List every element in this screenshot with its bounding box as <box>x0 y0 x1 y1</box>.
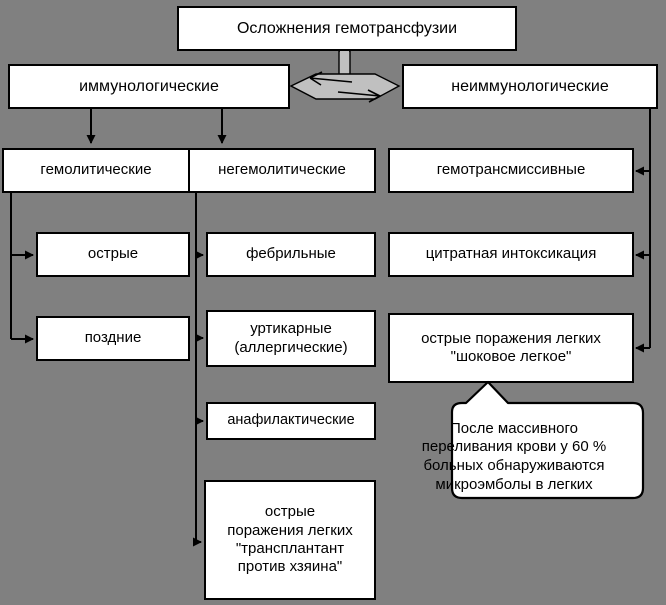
node-late-label: поздние <box>84 329 142 347</box>
node-late[interactable]: поздние <box>36 316 190 361</box>
node-anaphylactic-label: анафилактические <box>227 412 355 429</box>
callout-shape <box>450 380 645 500</box>
node-citrate-intoxication[interactable]: цитратная интоксикация <box>388 232 634 277</box>
trunk-hemolytic <box>10 193 31 340</box>
node-anaphylactic[interactable]: анафилактические <box>206 402 376 440</box>
node-hemolytic-label: гемолитические <box>40 161 152 179</box>
node-immunological[interactable]: иммунологические <box>8 64 290 109</box>
node-febrile[interactable]: фебрильные <box>206 232 376 277</box>
node-citrate-intoxication-label: цитратная интоксикация <box>425 245 597 263</box>
node-nonhemolytic-label: негемолитические <box>218 161 346 179</box>
node-febrile-label: фебрильные <box>246 245 336 263</box>
node-graft-vs-host[interactable]: острые поражения легких "трансплантант п… <box>204 480 376 600</box>
node-root-label: Осложнения гемотрансфузии <box>236 19 458 37</box>
node-shock-lung-label: острые поражения легких "шоковое легкое" <box>421 329 601 365</box>
node-urticarial[interactable]: уртикарные (аллергические) <box>206 310 376 367</box>
node-shock-lung[interactable]: острые поражения легких "шоковое легкое" <box>388 313 634 383</box>
node-nonimmunological[interactable]: неиммунологические <box>402 64 658 109</box>
node-nonhemolytic[interactable]: негемолитические <box>188 148 376 193</box>
node-acute[interactable]: острые <box>36 232 190 277</box>
node-nonimmunological-label: неиммунологические <box>451 77 609 95</box>
node-hemotransmissive[interactable]: гемотрансмиссивные <box>388 148 634 193</box>
node-graft-vs-host-label: острые поражения легких "трансплантант п… <box>227 503 353 576</box>
node-hemotransmissive-label: гемотрансмиссивные <box>436 161 586 179</box>
node-immunological-label: иммунологические <box>79 77 219 95</box>
node-hemolytic[interactable]: гемолитические <box>2 148 190 193</box>
node-urticarial-label: уртикарные (аллергические) <box>234 320 348 356</box>
root-stem <box>338 50 351 87</box>
double-arrow-connector <box>289 71 401 103</box>
node-acute-label: острые <box>87 245 139 263</box>
callout-note[interactable]: После массивного переливания крови у 60 … <box>386 380 645 502</box>
node-root[interactable]: Осложнения гемотрансфузии <box>177 6 517 51</box>
callout-text: После массивного переливания крови у 60 … <box>421 419 607 493</box>
